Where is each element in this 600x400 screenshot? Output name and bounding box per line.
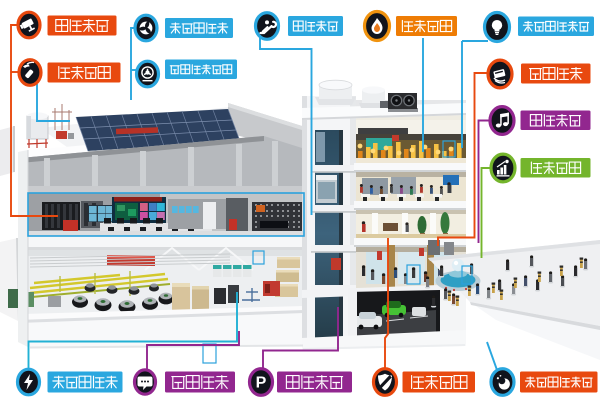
svg-text:P: P: [256, 375, 267, 392]
